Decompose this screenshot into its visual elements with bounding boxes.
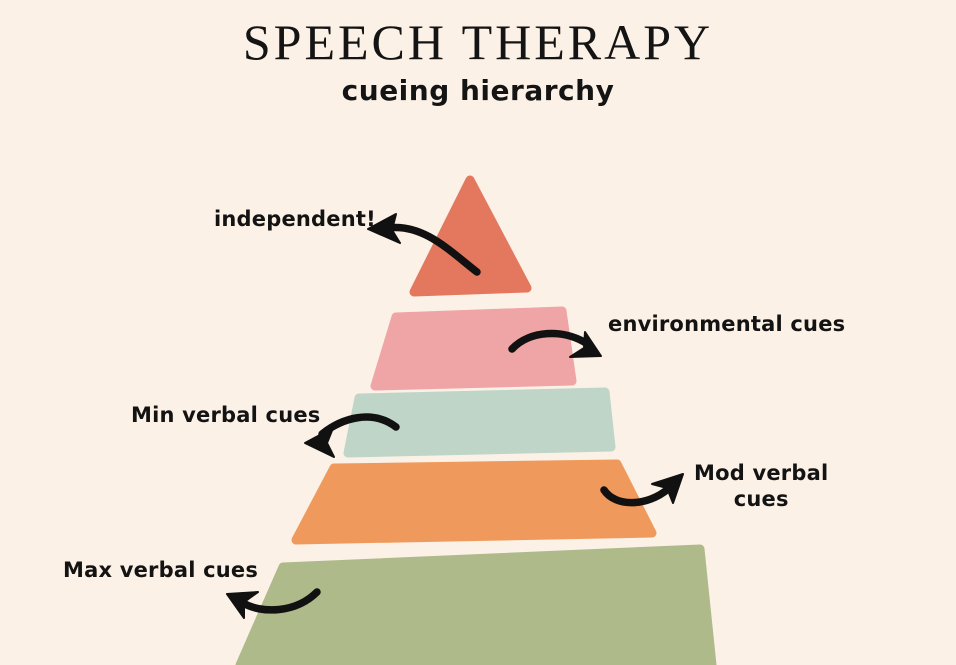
page-subtitle: cueing hierarchy [341, 74, 615, 107]
arrow-to-environmental-cues [508, 329, 602, 358]
arrow-to-mod-verbal-cues [600, 473, 684, 507]
label-max-verbal-cues: Max verbal cues [63, 558, 259, 582]
pyramid-level-2-environmental[interactable] [370, 306, 577, 391]
pyramid-level-1-independent[interactable] [409, 175, 532, 297]
label-independent: independent! [214, 207, 376, 231]
arrow-to-max-verbal-cues [226, 588, 321, 619]
label-mod-verbal-cues: Mod verbal cues [694, 461, 829, 511]
arrow-to-independent [367, 213, 481, 276]
pyramid-level-3-min-verbal[interactable] [343, 387, 616, 458]
pyramid-level-5-max-verbal[interactable] [235, 544, 717, 665]
poster-header: SPEECH THERAPY cueing hierarchy [0, 0, 956, 107]
label-environmental-cues: environmental cues [608, 312, 846, 336]
label-min-verbal-cues: Min verbal cues [131, 403, 321, 427]
arrow-to-min-verbal-cues [304, 413, 400, 458]
pyramid-level-4-mod-verbal[interactable] [291, 459, 657, 545]
page-title: SPEECH THERAPY [242, 14, 714, 70]
